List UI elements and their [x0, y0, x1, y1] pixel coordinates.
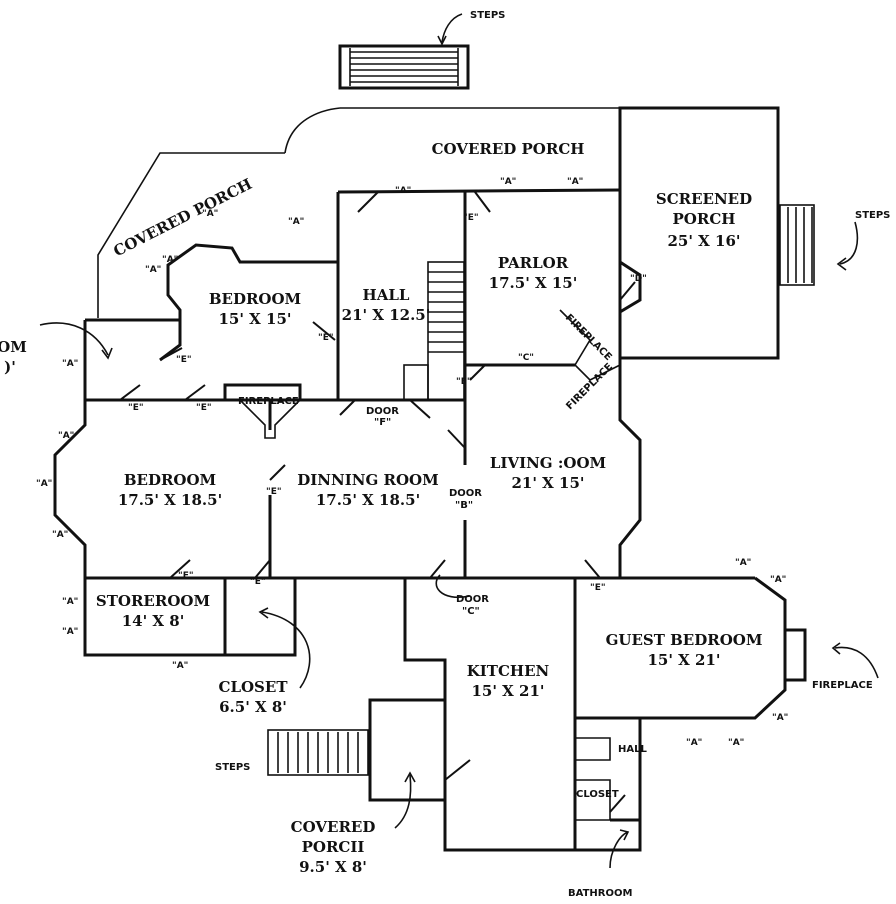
left-steps [267, 729, 369, 776]
svg-text:"A": "A" [772, 713, 788, 723]
bedroom1-dim: 15' X 15' [218, 310, 291, 328]
svg-text:"A": "A" [162, 255, 178, 265]
guest-bedroom-label: GUEST BEDROOM [606, 631, 763, 649]
svg-text:"A": "A" [36, 479, 52, 489]
fireplace-small-label: FIREPLACE [238, 396, 299, 407]
svg-text:"A": "A" [202, 209, 218, 219]
svg-text:"C": "C" [518, 353, 534, 363]
closet-small-label: CLOSET [576, 789, 619, 800]
svg-text:"E": "E" [318, 333, 334, 343]
guest-bedroom-dim: 15' X 21' [647, 651, 720, 669]
kitchen-dim: 15' X 21' [471, 682, 544, 700]
fireplace-diag1-label: FIREPLACE [563, 312, 614, 363]
door-f-label-2: "F" [374, 417, 391, 428]
bedroom2-dim: 17.5' X 18.5' [118, 491, 222, 509]
bathroom-label: BATHROOM [568, 888, 632, 899]
bedroom1-label: BEDROOM [209, 290, 301, 308]
door-b-label-2: "B" [455, 500, 473, 511]
storeroom-dim: 14' X 8' [122, 612, 185, 630]
steps-top-label: STEPS [470, 10, 505, 21]
svg-text:"A": "A" [145, 265, 161, 275]
small-porch-label-1: COVERED [291, 818, 376, 836]
svg-text:"E": "E" [196, 403, 212, 413]
hall-small-label: HALL [618, 744, 647, 755]
svg-text:"A": "A" [52, 530, 68, 540]
partial-room-label-1: OM [0, 338, 27, 356]
svg-text:"A": "A" [58, 431, 74, 441]
svg-text:"A": "A" [770, 575, 786, 585]
svg-text:"A": "A" [288, 217, 304, 227]
living-dim: 21' X 15' [511, 474, 584, 492]
svg-text:"A": "A" [728, 738, 744, 748]
hall-dim: 21' X 12.5' [342, 306, 431, 324]
screened-porch-dim: 25' X 16' [667, 232, 740, 250]
right-steps [779, 204, 815, 286]
svg-text:"E": "E" [590, 583, 606, 593]
house-walls [53, 188, 807, 852]
covered-porch-top-label: COVERED PORCH [432, 140, 585, 158]
door-c-label-2: "C" [462, 606, 480, 617]
callout-arrows [39, 13, 879, 869]
screened-porch-label-1: SCREENED [656, 190, 752, 208]
svg-text:"D": "D" [630, 274, 647, 284]
svg-text:"A": "A" [172, 661, 188, 671]
svg-text:"A": "A" [567, 177, 583, 187]
storeroom-label: STOREROOM [96, 592, 210, 610]
svg-text:"E": "E" [176, 355, 192, 365]
small-porch-dim: 9.5' X 8' [299, 858, 367, 876]
partial-room-label-2: )' [4, 358, 16, 376]
svg-text:"A": "A" [62, 627, 78, 637]
svg-text:"A": "A" [395, 186, 411, 196]
svg-text:"E": "E" [456, 377, 472, 387]
svg-text:"A": "A" [62, 359, 78, 369]
door-b-label-1: DOOR [449, 488, 482, 499]
parlor-dim: 17.5' X 15' [489, 274, 578, 292]
closet-label: CLOSET [219, 678, 289, 696]
svg-text:"E": "E" [250, 577, 266, 587]
hall-label: HALL [363, 286, 410, 304]
door-c-label-1: DOOR [456, 594, 489, 605]
living-label: LIVING :OOM [490, 454, 606, 472]
steps-left-label: STEPS [215, 762, 250, 773]
svg-text:"A": "A" [735, 558, 751, 568]
steps-right-label: STEPS [855, 210, 890, 221]
svg-text:"E": "E" [178, 571, 194, 581]
svg-text:"E": "E" [463, 213, 479, 223]
svg-text:"E": "E" [266, 487, 282, 497]
kitchen-label: KITCHEN [467, 662, 550, 680]
small-porch-label-2: PORCII [302, 838, 365, 856]
dinning-label: DINNING ROOM [297, 471, 438, 489]
svg-text:"E": "E" [128, 403, 144, 413]
parlor-label: PARLOR [498, 254, 569, 272]
door-f-label-1: DOOR [366, 406, 399, 417]
window-markers: "A" "A" "A" "E" "A" "A" "A" "A" "D" "E" … [36, 177, 788, 748]
closet-dim: 6.5' X 8' [219, 698, 287, 716]
bedroom2-label: BEDROOM [124, 471, 216, 489]
fireplace-diag2-label: FIREPLACE [564, 361, 615, 412]
fireplace-right-label: FIREPLACE [812, 680, 873, 691]
dinning-dim: 17.5' X 18.5' [316, 491, 420, 509]
svg-text:"A": "A" [500, 177, 516, 187]
doors [119, 191, 636, 813]
screened-porch-label-2: PORCH [673, 210, 736, 228]
covered-porch-outline [97, 107, 620, 318]
top-steps [338, 44, 470, 90]
svg-text:"A": "A" [686, 738, 702, 748]
svg-text:"A": "A" [62, 597, 78, 607]
